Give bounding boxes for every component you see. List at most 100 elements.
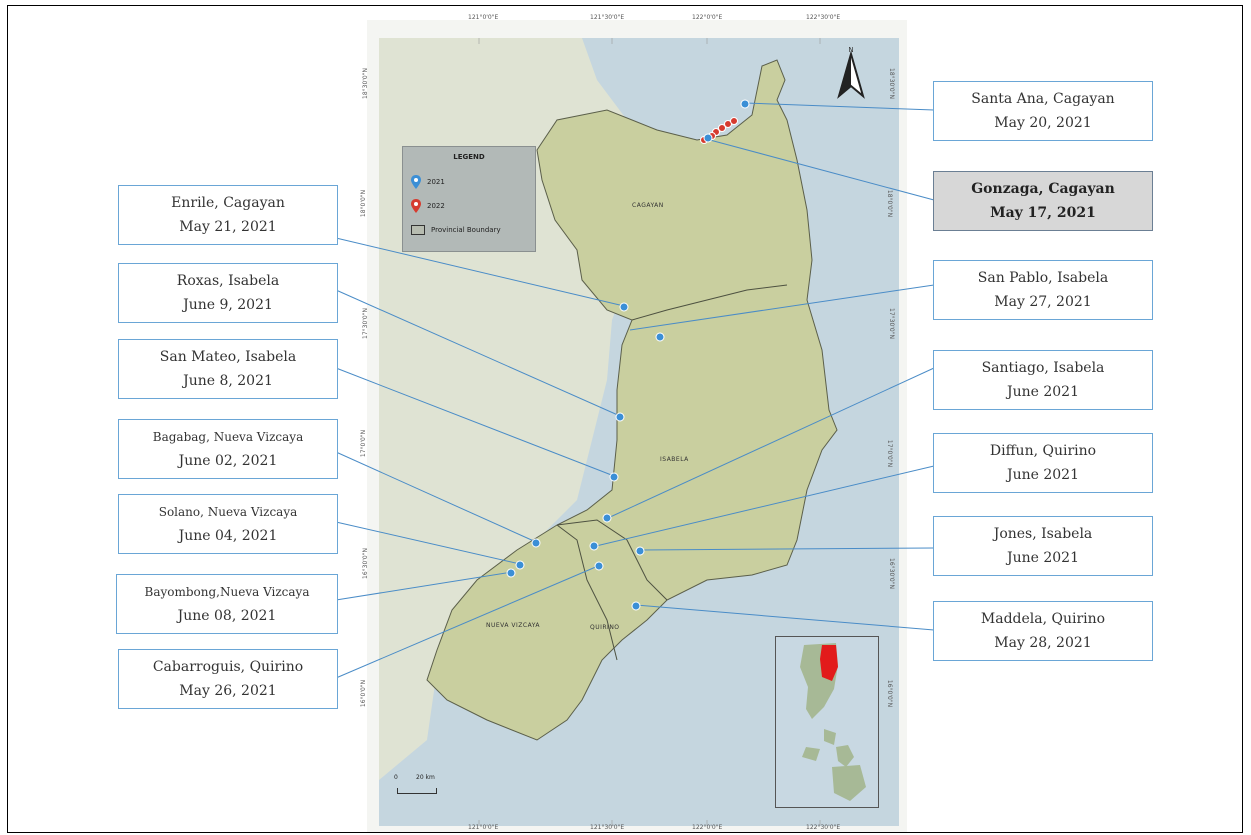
sighting-date: June 04, 2021 xyxy=(178,528,278,544)
pin-maddela xyxy=(631,601,641,611)
grid-label-bottom-2: 121°30'0"E xyxy=(590,824,625,831)
pin-2022 xyxy=(730,117,738,125)
pin-san-pablo xyxy=(655,332,665,342)
pin-gonzaga xyxy=(703,133,713,143)
leader-gonzaga xyxy=(709,139,935,201)
grid-label-bottom-1: 121°0'0"E xyxy=(468,824,499,831)
place-name: Bagabag, Nueva Vizcaya xyxy=(152,430,304,444)
place-name: Solano, Nueva Vizcaya xyxy=(158,505,298,519)
leader-san-pablo xyxy=(629,284,935,331)
legend-title: LEGEND xyxy=(453,153,485,161)
leader-cabarroguis xyxy=(335,565,599,679)
label-diffun: Diffun, Quirino June 2021 xyxy=(933,433,1153,493)
place-name: Bayombong,Nueva Vizcaya xyxy=(144,585,310,599)
pin-bayombong xyxy=(506,568,516,578)
samar-leyte-shape xyxy=(836,745,854,767)
sighting-date: June 9, 2021 xyxy=(183,297,273,313)
map-legend: LEGEND 2021 2022 Provincial Boundary xyxy=(402,146,536,252)
scale-bar: 0 20 km xyxy=(394,772,444,802)
region-label-quirino: QUIRINO xyxy=(590,624,620,631)
leader-santiago xyxy=(607,367,935,519)
place-name: Enrile, Cagayan xyxy=(171,195,285,211)
legend-item-2021: 2021 xyxy=(411,175,445,189)
pin-diffun xyxy=(589,541,599,551)
cagayan-isabela-boundary xyxy=(631,284,788,321)
label-roxas: Roxas, Isabela June 9, 2021 xyxy=(118,263,338,323)
place-name: San Mateo, Isabela xyxy=(159,349,297,365)
sighting-date: June 2021 xyxy=(1006,467,1079,483)
palawan-shape xyxy=(802,747,820,761)
label-bagabag: Bagabag, Nueva Vizcaya June 02, 2021 xyxy=(118,419,338,479)
leader-bayombong xyxy=(335,571,513,601)
leader-jones xyxy=(641,547,935,551)
leader-roxas xyxy=(335,289,621,417)
pins-2021 xyxy=(506,99,750,611)
sighting-date: June 2021 xyxy=(1006,384,1079,400)
label-solano: Solano, Nueva Vizcaya June 04, 2021 xyxy=(118,494,338,554)
scale-start: 0 xyxy=(394,774,398,781)
region-label-cagayan: CAGAYAN xyxy=(632,202,664,209)
legend-item-boundary: Provincial Boundary xyxy=(411,225,501,235)
inset-map xyxy=(775,636,879,808)
sighting-date: June 2021 xyxy=(1006,550,1079,566)
label-gonzaga: Gonzaga, Cagayan May 17, 2021 xyxy=(933,171,1153,231)
pin-bagabag xyxy=(531,538,541,548)
leader-lines xyxy=(335,102,935,679)
graticule-ticks xyxy=(478,38,821,826)
pin-solano xyxy=(515,560,525,570)
grid-label-top-2: 121°30'0"E xyxy=(590,14,625,21)
study-area xyxy=(426,59,838,741)
north-arrow-icon: N xyxy=(837,46,865,99)
leader-enrile xyxy=(335,237,625,307)
pin-jones xyxy=(635,546,645,556)
figure-frame xyxy=(7,5,1243,833)
scale-bar-line xyxy=(397,788,437,794)
place-name: Jones, Isabela xyxy=(993,526,1093,542)
sighting-date: June 08, 2021 xyxy=(177,608,277,624)
leader-bagabag xyxy=(335,451,537,543)
sighting-date: May 28, 2021 xyxy=(994,635,1092,651)
pin-blue-icon xyxy=(411,175,421,189)
pin-enrile xyxy=(619,302,629,312)
place-name: Maddela, Quirino xyxy=(980,611,1106,627)
place-name: Santiago, Isabela xyxy=(981,360,1105,376)
visayas-shape xyxy=(824,729,836,745)
label-santiago: Santiago, Isabela June 2021 xyxy=(933,350,1153,410)
grid-label-top-1: 121°0'0"E xyxy=(468,14,499,21)
scale-end: 20 km xyxy=(416,774,435,781)
boundary-swatch xyxy=(411,225,425,235)
leader-solano xyxy=(335,521,521,565)
pin-santiago xyxy=(602,513,612,523)
pin-cabarroguis xyxy=(594,561,604,571)
philippines-inset-map xyxy=(800,643,866,801)
place-name: San Pablo, Isabela xyxy=(977,270,1109,286)
legend-label-boundary: Provincial Boundary xyxy=(431,226,501,234)
sighting-date: May 27, 2021 xyxy=(994,294,1092,310)
region-label-isabela: ISABELA xyxy=(660,456,689,463)
label-bayombong: Bayombong,Nueva Vizcaya June 08, 2021 xyxy=(116,574,338,634)
sighting-date: May 21, 2021 xyxy=(179,219,277,235)
sighting-date: June 8, 2021 xyxy=(183,373,273,389)
label-jones: Jones, Isabela June 2021 xyxy=(933,516,1153,576)
sighting-date: May 26, 2021 xyxy=(179,683,277,699)
sighting-date: May 17, 2021 xyxy=(990,205,1096,221)
mindanao-shape xyxy=(832,765,866,801)
legend-item-2022: 2022 xyxy=(411,199,445,213)
pin-red-icon xyxy=(411,199,421,213)
label-cabarroguis: Cabarroguis, Quirino May 26, 2021 xyxy=(118,649,338,709)
pin-2022 xyxy=(718,124,726,132)
grid-label-top-3: 122°0'0"E xyxy=(692,14,723,21)
leader-santa-ana xyxy=(744,102,935,111)
place-name: Santa Ana, Cagayan xyxy=(971,91,1115,107)
place-name: Diffun, Quirino xyxy=(989,443,1097,459)
legend-label-2022: 2022 xyxy=(427,202,445,210)
label-san-pablo: San Pablo, Isabela May 27, 2021 xyxy=(933,260,1153,320)
label-san-mateo: San Mateo, Isabela June 8, 2021 xyxy=(118,339,338,399)
pin-roxas xyxy=(615,412,625,422)
grid-label-bottom-4: 122°30'0"E xyxy=(806,824,841,831)
pin-san-mateo xyxy=(609,472,619,482)
grid-label-top-4: 122°30'0"E xyxy=(806,14,841,21)
sighting-date: June 02, 2021 xyxy=(178,453,278,469)
label-enrile: Enrile, Cagayan May 21, 2021 xyxy=(118,185,338,245)
